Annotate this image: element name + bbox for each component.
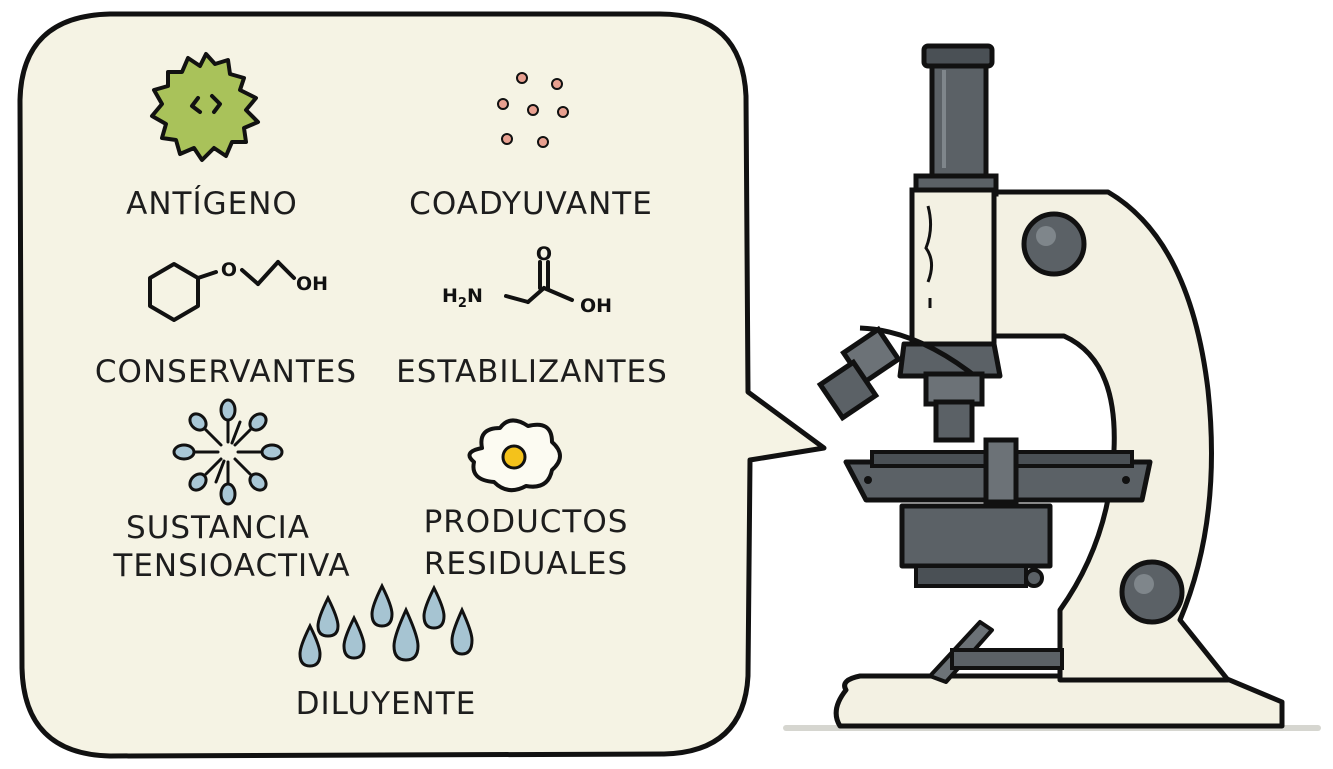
glycine-structure-icon: H2N O OH [442, 243, 612, 317]
label-diluyente: DILUYENTE [296, 686, 477, 722]
label-coadyuvante: COADYUVANTE [409, 186, 653, 222]
chem-h: H2N [442, 285, 483, 311]
microscope-base [833, 673, 1285, 729]
speech-bubble [17, 11, 827, 759]
label-productos-line2: RESIDUALES [424, 546, 628, 582]
label-estabilizantes: ESTABILIZANTES [396, 354, 668, 390]
objective-lens-left [816, 325, 902, 422]
microscope-arm [987, 189, 1231, 683]
particles-icon [497, 72, 569, 148]
phenoxyethanol-structure-icon: O OH [148, 259, 328, 322]
eyepiece-cap [921, 43, 995, 69]
eyepiece-tube [929, 55, 989, 183]
label-conservantes: CONSERVANTES [95, 354, 357, 390]
objective-lens-center [923, 371, 985, 443]
chem-oh-2: OH [580, 295, 612, 317]
micelle-icon [172, 398, 284, 506]
chem-oh-1: OH [296, 273, 328, 295]
fine-focus-knob [1119, 559, 1185, 625]
label-sustancia-line1: SUSTANCIA [126, 510, 310, 546]
condenser [899, 503, 1053, 569]
chem-carbonyl-o: O [536, 243, 552, 265]
chem-oxygen: O [221, 259, 237, 281]
body-tube [909, 187, 997, 349]
label-antigeno: ANTÍGENO [126, 186, 298, 222]
label-sustancia-line2: TENSIOACTIVA [112, 548, 350, 584]
label-productos-line1: PRODUCTOS [424, 504, 629, 540]
coarse-focus-knob [1021, 211, 1087, 277]
stage-clip [983, 437, 1019, 505]
microscope [783, 43, 1321, 731]
egg-icon [467, 418, 562, 493]
virus-icon [150, 52, 260, 162]
water-drops-icon [298, 582, 474, 668]
